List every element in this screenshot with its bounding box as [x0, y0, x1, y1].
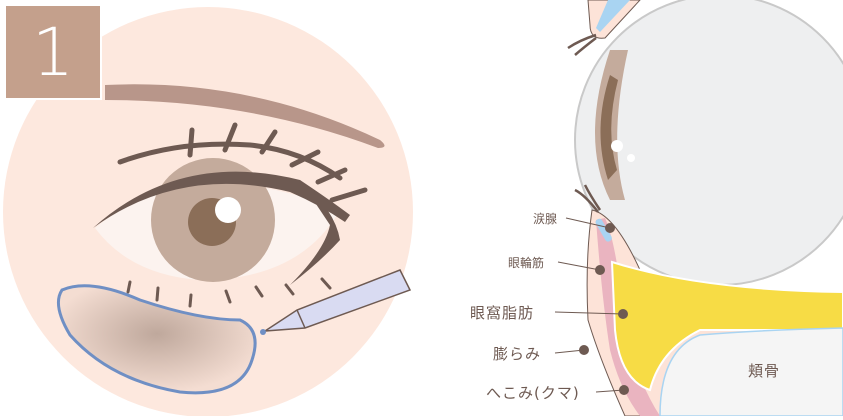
eyelash-icon — [117, 122, 368, 203]
label-cheekbone: 頬骨 — [748, 362, 781, 380]
step-number-badge: 1 — [4, 4, 102, 100]
orbital-fat-icon — [610, 260, 843, 392]
pen-icon — [260, 269, 412, 335]
label-bulge: 膨らみ — [493, 345, 542, 363]
front-eye-illustration — [3, 7, 413, 417]
lower-lash-icon — [126, 277, 332, 308]
cheekbone-icon — [659, 327, 843, 417]
leader-lines — [554, 217, 629, 395]
label-orbicularis-muscle: 眼輪筋 — [508, 256, 545, 270]
eyebrow-icon — [105, 84, 385, 148]
label-lacrimal-gland: 涙腺 — [533, 212, 558, 226]
label-hollow: へこみ(クマ) — [486, 384, 580, 402]
under-eye-shadow-outline — [56, 284, 257, 395]
label-orbital-fat: 眼窩脂肪 — [470, 304, 535, 322]
cross-section-illustration — [554, 0, 843, 417]
